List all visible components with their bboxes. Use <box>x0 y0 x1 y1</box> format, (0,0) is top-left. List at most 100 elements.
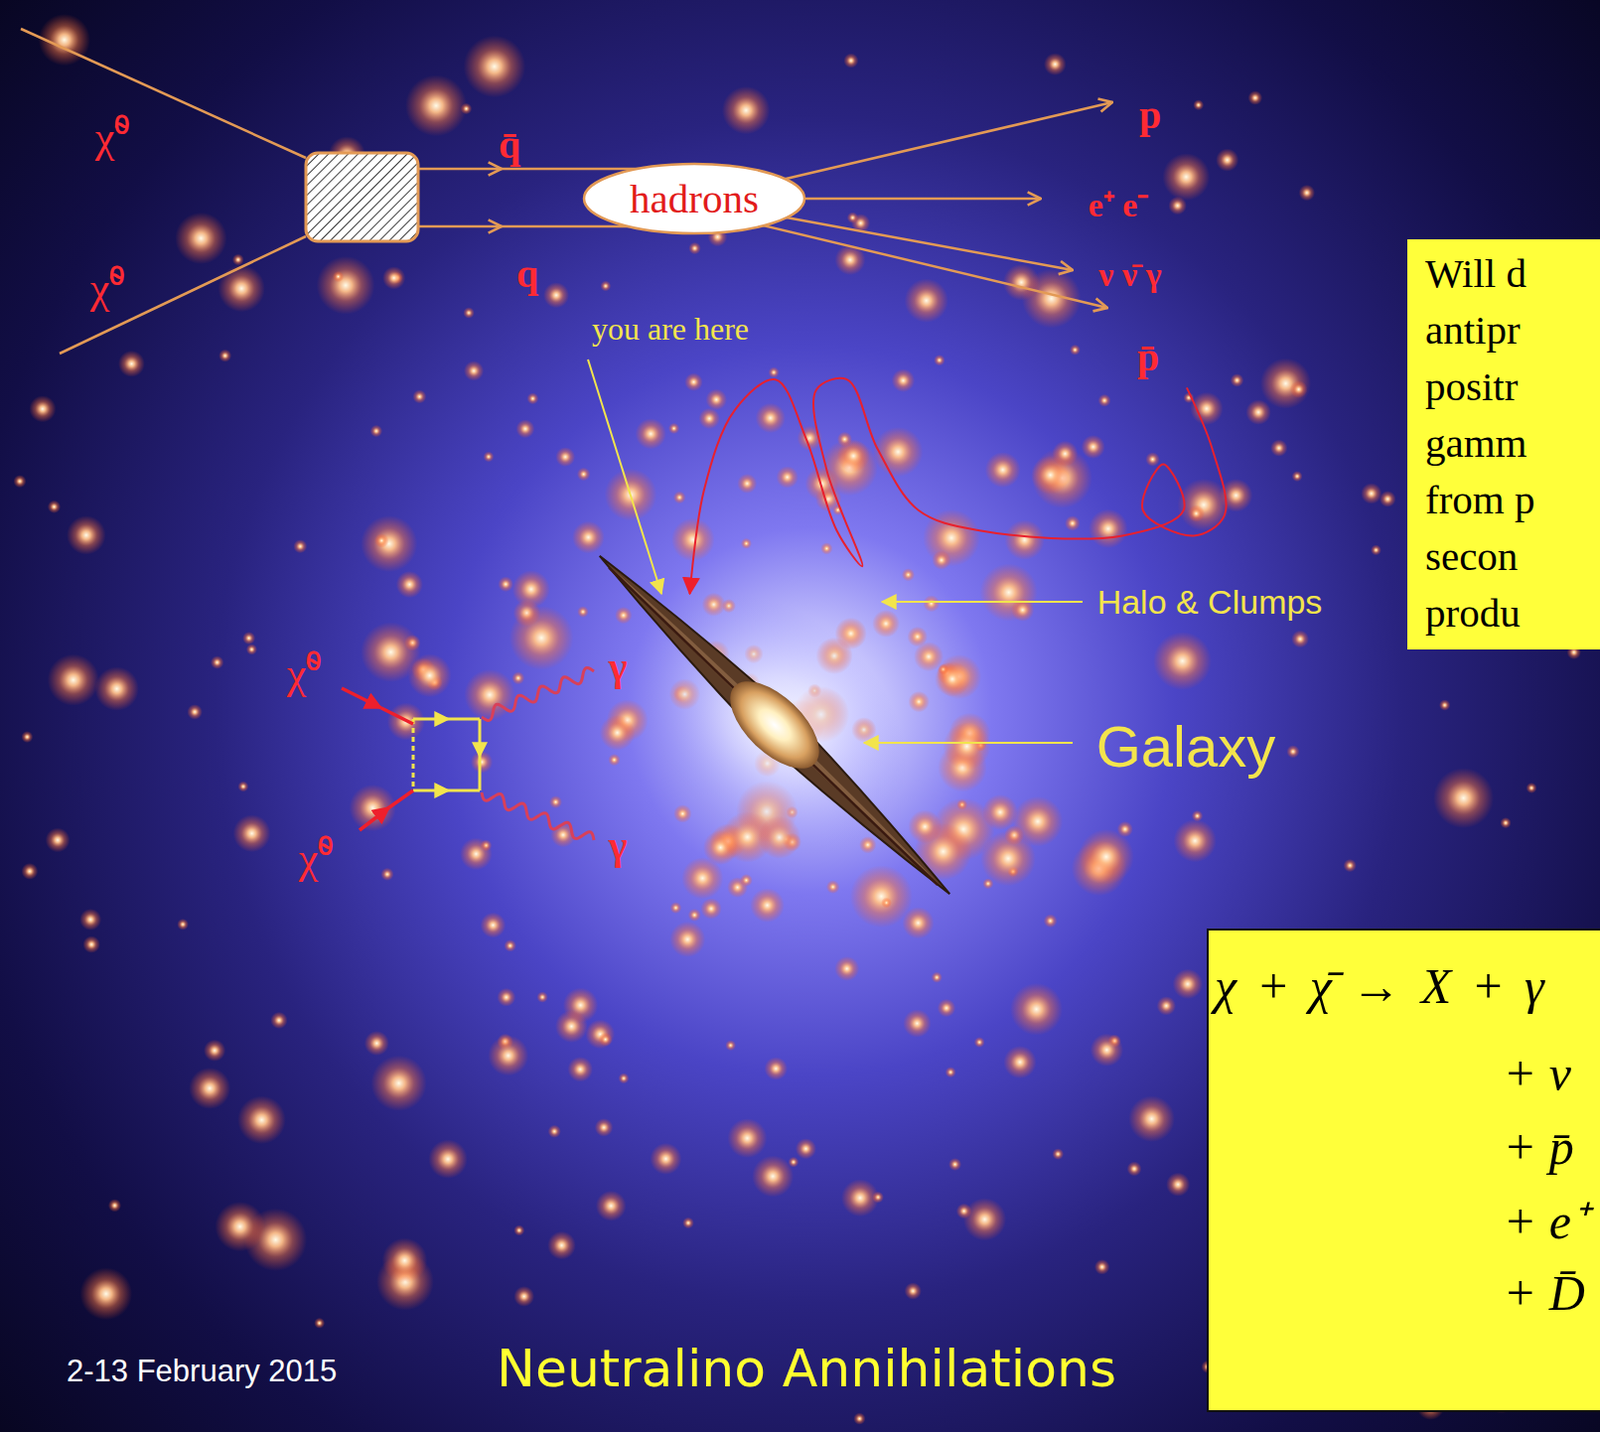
clump-dot <box>45 828 71 854</box>
equation-panel: χ + χ̄ → X + γ+ ν+ p̄+ e⁺+ D̄ <box>1206 928 1600 1413</box>
clump-dot <box>727 1118 767 1159</box>
clump-dot <box>904 279 949 323</box>
clump-dot <box>788 1157 800 1168</box>
clump-dot <box>396 571 424 598</box>
clump-dot <box>483 451 495 463</box>
clump-dot <box>749 887 785 923</box>
clump-dot <box>668 423 680 435</box>
clump-dot <box>188 1067 231 1110</box>
leader-line <box>864 741 1073 744</box>
clump-dot <box>755 403 786 434</box>
clump-dot <box>20 863 38 880</box>
clump-dot <box>382 266 406 290</box>
clump-dot <box>635 418 667 449</box>
clump-dot <box>1499 817 1511 829</box>
loop-line <box>412 719 416 791</box>
clump-dot <box>1013 796 1064 848</box>
clump-dot <box>1078 829 1135 885</box>
feynman-hadronic <box>20 28 1113 354</box>
particle-label: χ̃⁰ <box>90 262 126 315</box>
clump-dot <box>487 1035 529 1077</box>
clump-dot <box>548 1125 562 1139</box>
clump-dot <box>462 306 474 318</box>
particle-label: q <box>516 250 539 298</box>
clump-dot <box>705 389 728 412</box>
particle-label: e⁺ e⁻ <box>1088 184 1150 226</box>
clump-dot <box>725 1039 736 1051</box>
neutralino-line <box>381 708 414 725</box>
clump-dot <box>1173 819 1217 863</box>
loop-line <box>448 789 480 793</box>
clump-dot <box>1370 544 1382 556</box>
callout-text: you are here <box>591 309 749 348</box>
clump-dot <box>292 539 307 554</box>
clump-dot <box>834 956 860 982</box>
clump-dot <box>47 500 61 514</box>
clump-dot <box>237 781 249 793</box>
clump-dot <box>215 1201 266 1252</box>
clump-dot <box>66 515 106 555</box>
clump-dot <box>360 515 418 573</box>
clump-dot <box>1526 782 1538 794</box>
clump-dot <box>684 372 703 391</box>
clump-dot <box>543 282 570 308</box>
particle-label: p̄ <box>1137 333 1160 382</box>
neutralino-line <box>341 688 382 709</box>
clump-dot <box>1439 699 1451 711</box>
photon-wave <box>481 792 594 841</box>
clump-dot <box>1192 99 1204 111</box>
clump-dot <box>937 999 956 1018</box>
vertex-blob <box>305 152 419 242</box>
clump-dot <box>599 715 636 751</box>
clump-dot <box>1172 969 1203 1000</box>
clump-dot <box>428 1140 467 1179</box>
clump-dot <box>700 897 722 919</box>
clump-dot <box>1094 1259 1110 1275</box>
clump-dot <box>739 873 753 887</box>
clump-dot <box>768 366 780 378</box>
clump-dot <box>218 265 266 312</box>
clump-dot <box>673 491 687 505</box>
clump-dot <box>1433 767 1494 829</box>
clump-dot <box>942 723 991 771</box>
clump-dot <box>1189 392 1223 426</box>
clump-dot <box>1379 490 1397 508</box>
clump-dot <box>751 1155 794 1197</box>
particle-label: γ <box>608 822 628 871</box>
clump-dot <box>699 408 721 430</box>
clump-dot <box>512 570 551 608</box>
clump-dot <box>1215 148 1239 172</box>
clump-dot <box>614 606 632 624</box>
clump-dot <box>1128 1095 1175 1143</box>
clump-dot <box>607 753 620 766</box>
clump-dot <box>316 256 376 315</box>
clump-dot <box>382 1238 429 1285</box>
clump-dot <box>1260 358 1311 410</box>
clump-dot <box>237 1095 287 1145</box>
leader-lines <box>587 359 1083 743</box>
clump-dot <box>948 1158 962 1171</box>
clump-dot <box>1290 380 1309 399</box>
clump-dot <box>176 918 189 931</box>
clump-dot <box>20 730 33 743</box>
clump-dot <box>1005 520 1045 561</box>
clump-dot <box>360 621 422 683</box>
clump-dot <box>463 35 527 99</box>
galaxy-disk <box>586 542 964 908</box>
node-text: hadrons <box>629 174 759 224</box>
clump-dot <box>1248 90 1264 106</box>
clump-dot <box>509 605 575 671</box>
clump-dot <box>1245 399 1271 425</box>
galaxy-bulge <box>715 666 834 784</box>
clump-dot <box>1081 435 1106 459</box>
clump-dot <box>907 626 928 647</box>
callout-text: Halo & Clumps <box>1097 581 1323 623</box>
clump-dot <box>1187 504 1205 522</box>
particle-label: χ̃⁰ <box>95 111 131 164</box>
feynman-gamma <box>341 688 480 831</box>
clump-dot <box>945 1066 957 1078</box>
clump-dot <box>985 451 1021 488</box>
clump-dot <box>470 750 493 773</box>
clump-dot <box>1088 509 1128 549</box>
